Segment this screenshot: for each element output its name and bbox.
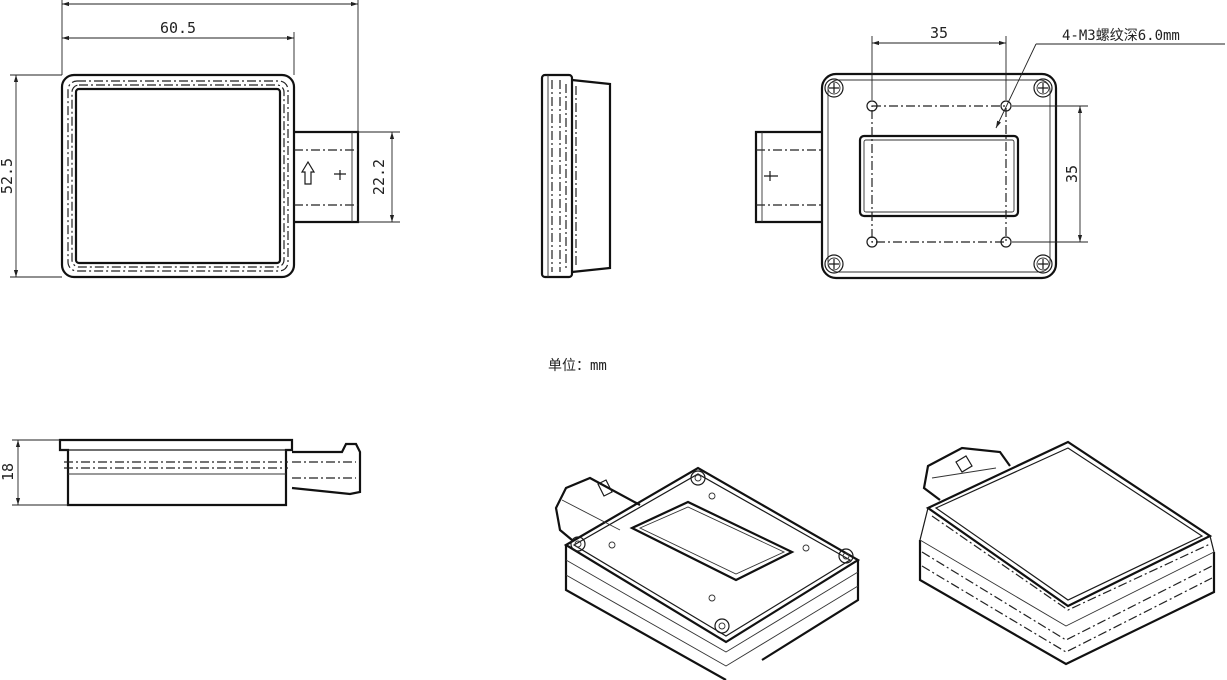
screw-hole [866, 100, 878, 112]
screw-thread-note: 4-M3螺纹深6.0mm [1062, 28, 1180, 44]
dim-hole-spacing-y: 35 [1063, 165, 1081, 183]
dim-top-height: 52.5 [0, 158, 16, 194]
top-view: 60.5 52.5 22.2 [0, 0, 400, 279]
isometric-top-view [918, 440, 1216, 666]
isometric-bottom-view [554, 466, 861, 680]
unit-label: 单位：mm [548, 358, 607, 374]
corner-screw-icon [1033, 254, 1053, 274]
screw-hole [1000, 100, 1012, 112]
dim-connector-height: 22.2 [370, 159, 388, 195]
up-arrow-icon [300, 160, 316, 185]
key-slot-icon [334, 170, 346, 180]
screw-hole [866, 236, 878, 248]
dim-hole-spacing-x: 35 [930, 24, 948, 42]
key-slot-icon [764, 171, 778, 181]
corner-screw-icon [824, 254, 844, 274]
end-view [540, 73, 612, 279]
corner-screw-icon [824, 78, 844, 98]
screw-hole [1000, 236, 1012, 248]
corner-screw-icon [1033, 78, 1053, 98]
front-view: 18 [0, 438, 362, 507]
dim-side-height: 18 [0, 463, 17, 481]
dim-top-width: 60.5 [160, 19, 196, 37]
bottom-view: 35 35 4-M3螺纹深6.0mm [754, 24, 1225, 280]
